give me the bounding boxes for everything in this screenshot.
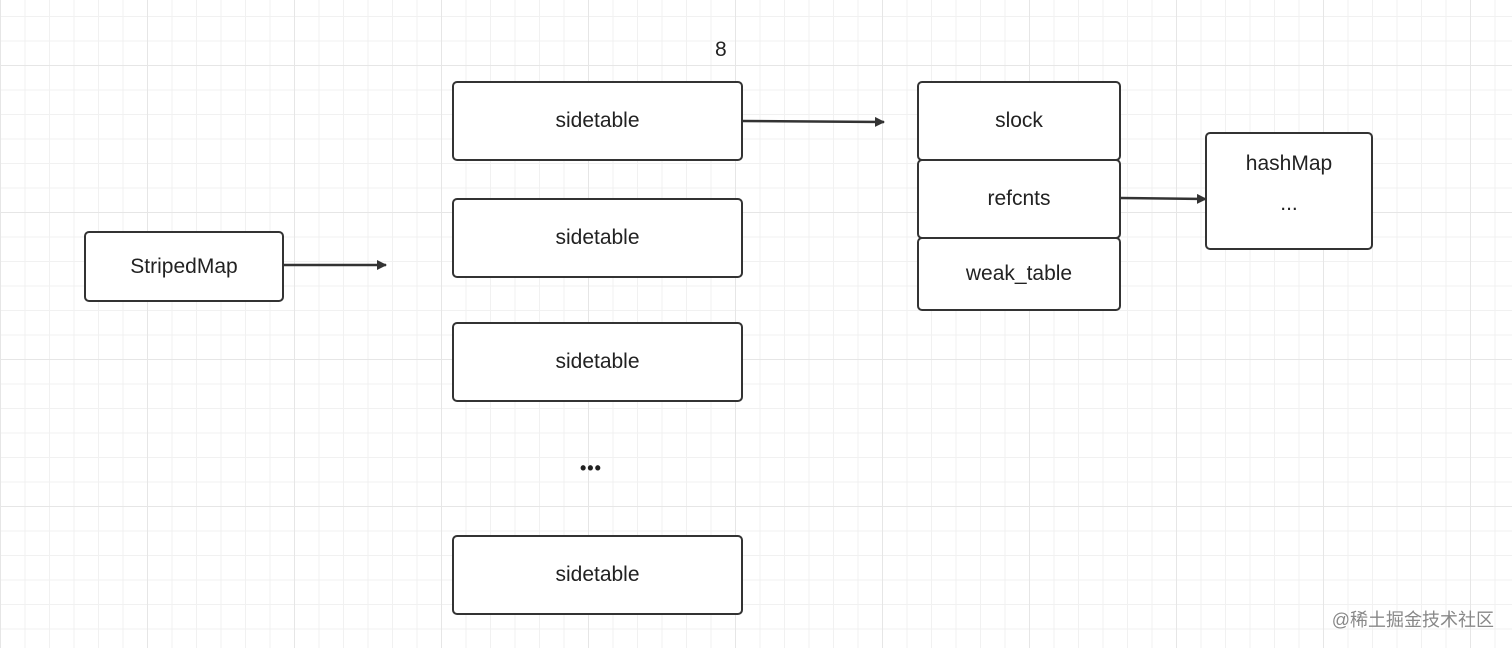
sidetable-label: sidetable bbox=[555, 350, 640, 373]
hashmap-box: hashMap ... bbox=[1205, 132, 1373, 250]
sidetable-box: sidetable bbox=[452, 322, 743, 402]
ellipsis-label: ••• bbox=[580, 458, 602, 478]
striped-map-label: StripedMap bbox=[130, 254, 238, 278]
sidetable-box: sidetable bbox=[452, 535, 743, 615]
weak-table-label: weak_table bbox=[965, 262, 1073, 285]
watermark: @稀土掘金技术社区 bbox=[1331, 610, 1494, 630]
striped-map-box: StripedMap bbox=[84, 231, 284, 302]
sidetable-label: sidetable bbox=[555, 563, 640, 586]
sidetable-label: sidetable bbox=[555, 226, 640, 249]
refcnts-box: refcnts bbox=[917, 159, 1121, 239]
refcnts-label: refcnts bbox=[987, 187, 1051, 210]
arrow-refcnts-to-hashmap bbox=[1119, 193, 1207, 204]
hashmap-title: hashMap bbox=[1245, 152, 1333, 175]
hashmap-ellipsis: ... bbox=[1280, 192, 1298, 215]
sidetable-box: sidetable bbox=[452, 198, 743, 278]
sidetable-box: sidetable bbox=[452, 81, 743, 161]
count-label: 8 bbox=[715, 38, 727, 61]
slock-box: slock bbox=[917, 81, 1121, 161]
weak-table-box: weak_table bbox=[917, 237, 1121, 311]
slock-label: slock bbox=[995, 109, 1043, 132]
sidetable-label: sidetable bbox=[555, 109, 640, 132]
arrow-sidetable-to-fields bbox=[741, 116, 885, 127]
